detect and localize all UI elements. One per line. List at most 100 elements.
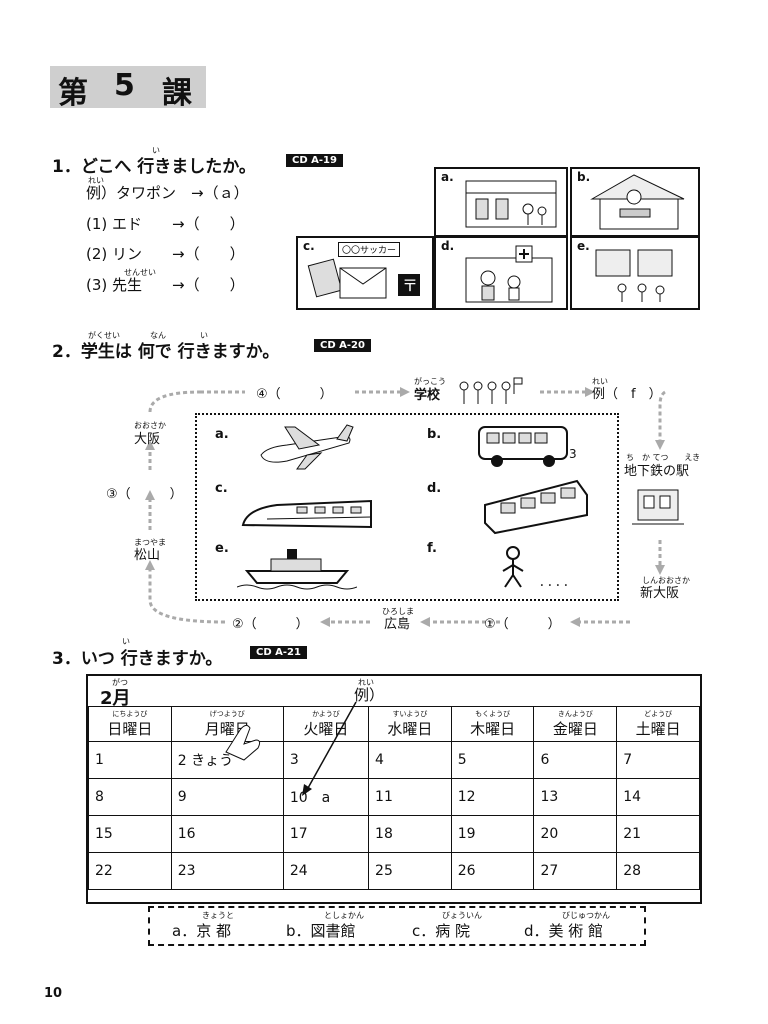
option-c-ruby: びょういん [442, 911, 482, 920]
example-arrow-icon [302, 701, 357, 796]
mail-icon: 〒 [307, 258, 420, 299]
rei-ruby-route: れい [592, 377, 608, 386]
walking-dots: ．．．． [539, 575, 578, 589]
ship-icon [237, 549, 357, 590]
route-q1: ①（ ） [484, 617, 561, 632]
svg-text:〒: 〒 [402, 276, 418, 295]
route-osaka: 大阪 [134, 432, 161, 447]
day-cell: 23 [170, 852, 284, 890]
section3-heading: 3．いつ 行きますか。 [52, 649, 223, 669]
weekday-fri: きんようび金曜日 [533, 706, 618, 742]
route-rei: 例（ f ） [592, 387, 662, 402]
item-2: (2) リン →（ ） [86, 245, 245, 263]
picture-d-hospital: d. [434, 236, 568, 310]
option-b: b．図書館 [286, 922, 356, 940]
day-cell: 24 [282, 852, 370, 890]
route-gakko: 学校 [414, 388, 441, 403]
section2-ruby-nan: なん [150, 331, 166, 340]
calendar-month: 2月 [100, 688, 131, 709]
lesson-label-ka: 課 [162, 76, 192, 111]
museum-icon [595, 249, 673, 302]
day-cell: 25 [368, 852, 452, 890]
calendar-rei: 例） [354, 686, 385, 704]
station-icon [465, 180, 557, 228]
lesson-title: 第 5 課 [50, 66, 206, 111]
day-cell: 17 [282, 815, 370, 853]
option-b-ruby: としょかん [324, 911, 364, 920]
destination-options: きょうと a．京 都 としょかん b．図書館 びょういん c．病 院 びじゅつか… [148, 906, 646, 946]
weekday-wed: すいようび水曜日 [368, 706, 452, 742]
picture-a-station: a. [434, 167, 568, 237]
item-rei: 例）タワポン →（ａ） [86, 184, 249, 202]
day-cell: 28 [616, 852, 700, 890]
section1-heading: 1．どこへ 行きましたか。 [52, 157, 256, 177]
weekday-sun: にちようび日曜日 [88, 706, 172, 742]
bullet-train-icon [241, 499, 372, 529]
item-ruby-rei: れい [88, 176, 104, 185]
day-cell: 4 [368, 741, 452, 779]
month-ruby: がつ [112, 678, 128, 687]
day-cell: 13 [533, 778, 618, 816]
day-cell: 7 [616, 741, 700, 779]
day-cell-today: 2 きょう [170, 741, 284, 779]
option-c: c．病 院 [412, 922, 471, 940]
lesson-number: 5 [114, 68, 135, 103]
bus-icon [478, 426, 568, 467]
section2-cd-badge: CD A-20 [314, 339, 371, 352]
day-cell: 27 [533, 852, 618, 890]
hiroshima-ruby: ひろしま [382, 607, 414, 616]
week-row-1: 1 2 きょう 3 4 5 6 7 [88, 741, 700, 779]
day-cell: 21 [616, 815, 700, 853]
route-loop [145, 387, 666, 627]
day-cell: 3 [282, 741, 370, 779]
calendar-frame: がつ 2月 れい 例） にちようび日曜日 げつようび月曜日 かようび火曜日 すい… [86, 674, 702, 904]
route-hiroshima: 広島 [384, 617, 411, 632]
route-q2: ②（ ） [232, 617, 309, 632]
vehicles-box: a. b. c. d. e. f. 3 ．．．． [195, 413, 619, 601]
week-row-4: 22 23 24 25 26 27 28 [88, 852, 700, 890]
section2-heading: 2．学生は 何で 行きますか。 [52, 342, 280, 362]
lesson-label-dai: 第 [58, 76, 88, 111]
students-icon [459, 377, 523, 404]
shop-icon [590, 174, 685, 230]
section2-ruby-gakusei: がくせい [88, 331, 120, 340]
pointing-hand-icon [225, 724, 261, 761]
post-sign: 〇〇サッカー [338, 242, 401, 257]
route-q4: ④（ ） [256, 387, 333, 402]
section3-ruby: い [122, 637, 130, 646]
item-3: (3) 先生 →（ ） [86, 276, 245, 294]
picture-c-post-office: c. 〇〇サッカー 〒 [296, 236, 434, 310]
week-row-2: 8 9 10 a 11 12 13 14 [88, 778, 700, 816]
page-number: 10 [44, 986, 63, 1001]
subway-station-icon [632, 489, 684, 525]
route-matsuyama: 松山 [134, 548, 161, 563]
route-shinosaka: 新大阪 [640, 586, 680, 601]
airplane-icon [260, 424, 354, 470]
section1-ruby: い [152, 146, 160, 155]
hospital-icon [465, 245, 553, 303]
gakko-ruby: がっこう [414, 377, 446, 386]
chikatetsu-ruby: ち か てつ えき [626, 453, 701, 462]
day-cell: 22 [88, 852, 172, 890]
section2-ruby-i: い [200, 331, 208, 340]
item-1: (1) エド →（ ） [86, 215, 245, 233]
rei-ruby-cal: れい [358, 678, 374, 687]
picture-e-museum: e. [570, 236, 700, 310]
osaka-ruby: おおさか [134, 421, 166, 430]
week-row-3: 15 16 17 18 19 20 21 [88, 815, 700, 853]
day-cell: 26 [450, 852, 535, 890]
option-d-ruby: びじゅつかん [562, 911, 610, 920]
day-cell: 9 [170, 778, 284, 816]
option-a-ruby: きょうと [202, 911, 234, 920]
option-a: a．京 都 [172, 922, 231, 940]
day-cell: 6 [533, 741, 618, 779]
weekday-tue: かようび火曜日 [282, 706, 370, 742]
section1-cd-badge: CD A-19 [286, 154, 343, 167]
weekday-row: にちようび日曜日 げつようび月曜日 かようび火曜日 すいようび水曜日 もくようび… [88, 706, 700, 742]
matsuyama-ruby: まつやま [134, 538, 166, 547]
shinosaka-ruby: しんおおさか [642, 576, 690, 585]
calendar-table: にちようび日曜日 げつようび月曜日 かようび火曜日 すいようび水曜日 もくようび… [88, 706, 700, 890]
route-q3: ③（ ） [106, 487, 183, 502]
section3-cd-badge: CD A-21 [250, 646, 307, 659]
